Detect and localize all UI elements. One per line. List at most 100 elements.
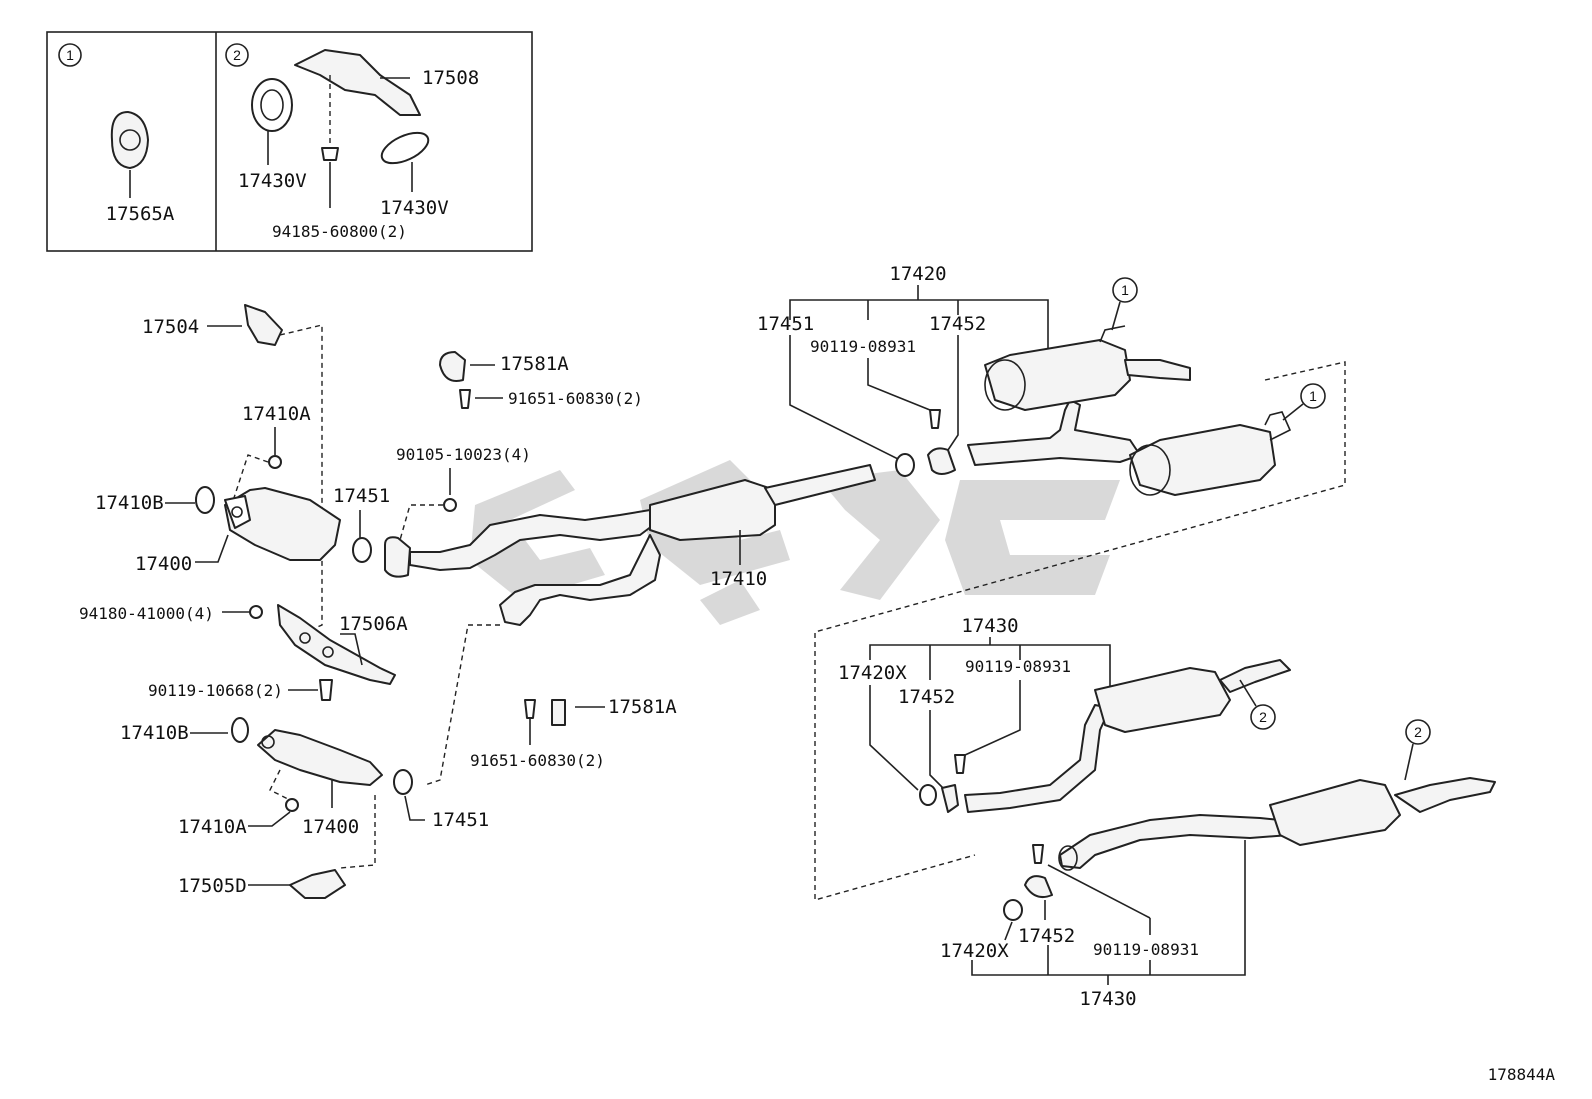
part-label-17410A-bot: 17410A [178,816,247,838]
part-label-91651-top: 91651-60830(2) [508,389,643,408]
marker-number: 2 [233,47,241,63]
part-label-17506A: 17506A [339,613,408,635]
part-label-17410B-top: 17410B [95,492,164,514]
muffler-lower-icon [1129,424,1276,496]
tailpipe-assembly-17420: 17420 17451 17452 90119-08931 1 1 [757,263,1346,901]
gasket-icon [393,769,413,795]
gasket-icon [1003,899,1023,921]
tail-pipe-icon [967,399,1141,466]
part-label-17410: 17410 [710,568,767,590]
nut-icon [443,498,457,512]
part-label-17430-mid: 17430 [961,615,1018,637]
part-label-90119-10668: 90119-10668(2) [148,681,283,700]
gasket-ring [380,131,430,165]
bolt-icon [319,679,333,701]
marker-number: 1 [1309,388,1317,404]
tail-pipe-icon [964,704,1111,813]
part-label-90119-mid: 90119-08931 [965,657,1071,676]
bolt-icon [1032,844,1044,864]
clamp-icon [439,351,466,382]
marker-circle-1 [1112,277,1138,303]
part-label-17565A: 17565A [106,203,175,225]
part-label-17420: 17420 [889,263,946,285]
part-label-94185: 94185-60800(2) [272,222,407,241]
front-heat-shield-17504: 17504 [142,304,323,631]
tailpipe-assembly-17430-bottom: 2 17420X 17452 90119-08931 17430 [940,719,1496,1010]
tailpipe-assembly-17430-mid: 17430 17420X 90119-08931 17452 2 [838,615,1291,813]
part-label-17420X-mid: 17420X [838,662,907,684]
gasket-icon [352,537,372,563]
marker-circle-1 [1300,383,1326,409]
marker-number: 2 [1259,709,1267,725]
tail-tip-icon [1394,777,1496,813]
diagram-code: 178844A [1488,1065,1556,1084]
catalytic-converter-icon [257,729,383,786]
gasket-icon [231,717,249,743]
part-label-17451-mid: 17451 [333,485,390,507]
part-label-90119-top: 90119-08931 [810,337,916,356]
part-label-17452-top: 17452 [929,313,986,335]
clamp-icon [1024,875,1053,898]
part-label-17452-mid: 17452 [898,686,955,708]
marker-number: 1 [66,47,74,63]
part-label-17400-bot: 17400 [302,816,359,838]
marker-circle-2 [1250,704,1276,730]
clamp-icon [927,447,956,475]
part-label-17430V-right: 17430V [380,197,449,219]
bolt-icon [459,389,471,409]
exhaust-hanger-rubber [110,111,149,169]
center-pipe-17410: 17581A 91651-60830(2) 90105-10023(4) 174… [384,351,876,786]
heat-shield-icon [289,869,346,899]
marker-number: 1 [1121,282,1129,298]
heat-shield-icon [244,304,283,346]
flange-icon [384,536,411,578]
gasket-icon [195,486,215,514]
marker-number: 2 [1414,724,1422,740]
part-label-91651-bot: 91651-60830(2) [470,751,605,770]
muffler-upper-icon [984,339,1131,411]
bolt-icon [929,409,941,429]
exhaust-bracket [294,49,421,116]
marker-circle-1 [58,43,82,67]
part-label-90119-bot: 90119-08931 [1093,940,1199,959]
catalytic-converter-icon [224,487,341,561]
part-label-17430V-left: 17430V [238,170,307,192]
part-label-17430-bot: 17430 [1079,988,1136,1010]
part-label-17451-top: 17451 [757,313,814,335]
center-muffler-icon [649,479,776,541]
tail-tip-icon [1219,659,1291,693]
part-label-17505D: 17505D [178,875,247,897]
marker-circle-2 [1405,719,1431,745]
part-label-90105: 90105-10023(4) [396,445,531,464]
nut-icon [285,798,299,812]
part-label-17581A-top: 17581A [500,353,569,375]
y-pipe-icon [499,534,661,626]
tail-tip-icon [1124,359,1191,381]
bolt-icon [954,754,966,774]
gasket-icon [895,453,915,477]
nut-icon [268,455,282,469]
muffler-icon [1094,667,1231,733]
front-converter-assembly: 17410A 17410B 17400 17451 94180-41000(4)… [79,403,408,701]
bolt-icon [524,699,536,719]
rear-converter-assembly: 17410B 17410A 17400 17451 17505D [120,717,489,899]
clamp-icon [551,699,566,726]
part-label-17452-bot: 17452 [1018,925,1075,947]
part-label-94180: 94180-41000(4) [79,604,214,623]
part-label-17451-bot: 17451 [432,809,489,831]
part-label-17410B-bot: 17410B [120,722,189,744]
part-label-17400-top: 17400 [135,553,192,575]
bracket-icon [277,604,396,685]
tail-pipe-icon [1059,814,1291,869]
gasket-icon [919,784,937,806]
nut-icon [249,605,263,619]
part-label-17581A-bot: 17581A [608,696,677,718]
part-label-17504: 17504 [142,316,199,338]
inset-box-1: 1 17565A [58,43,175,225]
part-label-17508: 17508 [422,67,479,89]
muffler-icon [1269,779,1401,846]
center-pipe-icon [764,464,876,506]
nut-icon [321,147,339,161]
